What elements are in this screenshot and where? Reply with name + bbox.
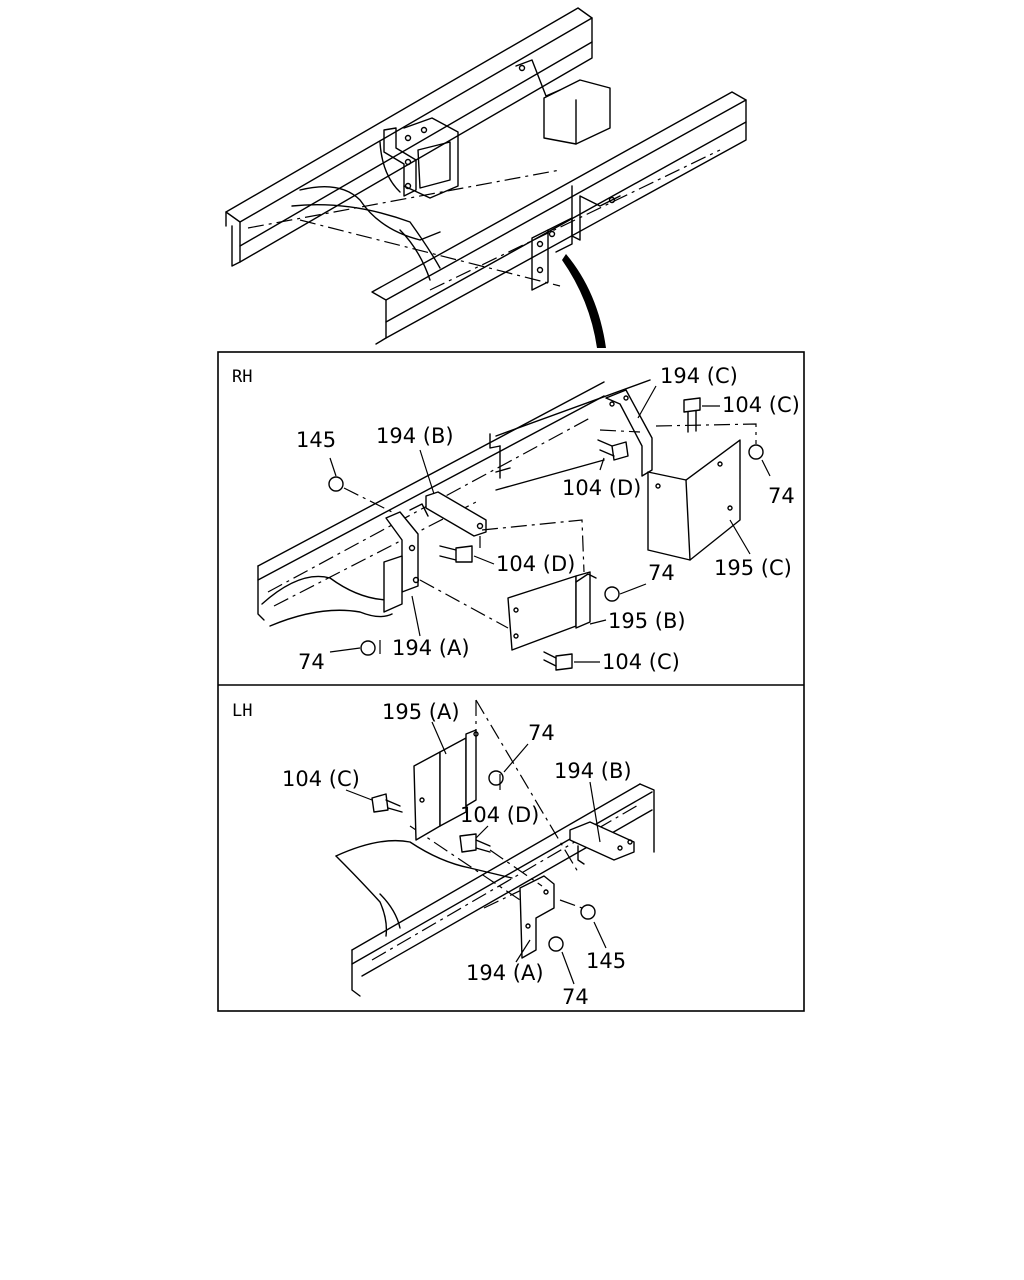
lh-nut-74-bottom xyxy=(548,936,564,952)
nut-145 xyxy=(328,476,344,492)
lh-label-104d: 104 (D) xyxy=(460,803,539,827)
lh-section-label: LH xyxy=(232,701,252,721)
lh-bolt-104c xyxy=(371,793,403,813)
bolt-104c-top xyxy=(683,397,701,433)
lh-label-104c: 104 (C) xyxy=(282,767,360,791)
lh-label-145: 145 xyxy=(586,949,626,973)
label-194c: 194 (C) xyxy=(660,364,738,388)
lh-label-74-top: 74 xyxy=(528,721,555,745)
label-195c: 195 (C) xyxy=(714,556,792,580)
rh-section-label: RH xyxy=(232,367,252,387)
lh-nut-145 xyxy=(580,904,596,920)
bolt-104d-top xyxy=(597,439,629,461)
label-74-mid: 74 xyxy=(648,561,675,585)
nut-74-left xyxy=(360,640,376,656)
label-195b: 195 (B) xyxy=(608,609,686,633)
label-194b: 194 (B) xyxy=(376,424,454,448)
lh-label-74-bottom: 74 xyxy=(562,985,589,1009)
lh-label-194b: 194 (B) xyxy=(554,759,632,783)
bolt-104c-bottom xyxy=(543,651,573,671)
lh-nut-74-top xyxy=(488,770,504,786)
label-74-left: 74 xyxy=(298,650,325,674)
label-104d-top: 104 (D) xyxy=(562,476,641,500)
label-104c-bottom: 104 (C) xyxy=(602,650,680,674)
label-104d-mid: 104 (D) xyxy=(496,552,575,576)
lh-bolt-104d xyxy=(459,833,491,853)
label-194a: 194 (A) xyxy=(392,636,470,660)
nut-74-right xyxy=(748,444,764,460)
nut-74-mid xyxy=(604,586,620,602)
lh-label-195a: 195 (A) xyxy=(382,700,460,724)
lh-label-194a: 194 (A) xyxy=(466,961,544,985)
overview-frame-drawing xyxy=(225,7,747,348)
rh-section: RH xyxy=(232,364,800,674)
callout-arrow xyxy=(562,254,606,348)
bolt-104d-mid xyxy=(439,545,473,563)
label-74-right: 74 xyxy=(768,484,795,508)
detail-frame xyxy=(217,351,805,1012)
lh-section: LH xyxy=(232,699,655,1009)
label-104c-top: 104 (C) xyxy=(722,393,800,417)
label-145: 145 xyxy=(296,428,336,452)
